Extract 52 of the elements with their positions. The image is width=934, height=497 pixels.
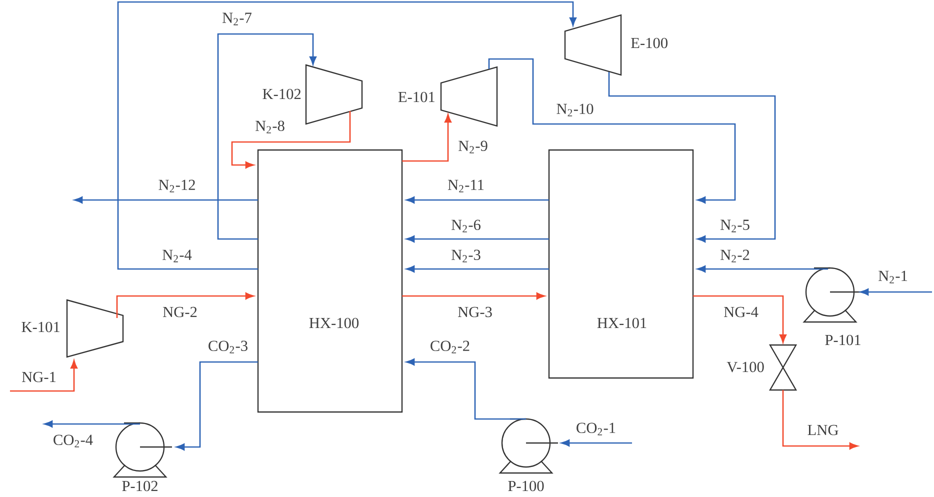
stream-label: CO$_{2}$-1 <box>574 421 618 437</box>
equipment-label: K-101 <box>22 322 60 332</box>
equipment-label: P-102 <box>122 480 158 492</box>
stream-label: NG-4 <box>722 306 760 318</box>
stream-label: CO$_{2}$-4 <box>52 433 94 449</box>
stream-label: N$_{2}$-9 <box>456 139 490 155</box>
arrow <box>10 360 78 392</box>
arrow <box>116 292 254 318</box>
equipment-label: P-101 <box>825 334 860 346</box>
stream-label: LNG <box>806 424 840 436</box>
equipment-label: E-101 <box>398 92 434 102</box>
stream-label: N$_{2}$-3 <box>450 248 482 264</box>
arrow <box>402 292 545 300</box>
arrow <box>693 295 787 343</box>
equipment-label: E-100 <box>631 38 668 48</box>
arrow <box>44 420 140 428</box>
arrow <box>117 1 577 270</box>
arrow <box>406 266 549 273</box>
stream-label: N$_{2}$-7 <box>220 11 254 27</box>
arrow <box>488 58 736 204</box>
equipment-label: P-100 <box>508 480 544 492</box>
stream-label: CO$_{2}$-2 <box>428 339 472 355</box>
stream-label: N$_{2}$-6 <box>450 218 482 234</box>
arrow <box>406 196 549 204</box>
equipment-label: K-102 <box>262 88 301 100</box>
stream-label: NG-3 <box>456 306 494 318</box>
stream-label: N$_{2}$-5 <box>718 218 752 234</box>
stream-label: N$_{2}$-10 <box>554 102 596 118</box>
equipment-label: V-100 <box>726 362 764 372</box>
stream-label: CO$_{2}$-3 <box>206 339 250 355</box>
arrow <box>402 114 452 162</box>
stream-label: N$_{2}$-1 <box>876 269 910 285</box>
arrow <box>860 288 932 296</box>
stream-label: N$_{2}$-11 <box>446 178 486 194</box>
arrow <box>782 390 858 450</box>
arrow <box>406 358 526 420</box>
arrow <box>561 440 632 447</box>
stream-label: N$_{2}$-2 <box>718 248 752 264</box>
stream-label: N$_{2}$-8 <box>254 119 286 135</box>
heat-exchanger: HX-101 <box>548 149 694 379</box>
stream-label: NG-2 <box>161 306 199 318</box>
arrow <box>217 33 317 240</box>
arrow <box>608 72 776 243</box>
arrow <box>697 266 828 273</box>
heat-exchanger: HX-100 <box>257 149 403 413</box>
arrow <box>231 111 351 169</box>
stream-label: N$_{2}$-12 <box>156 178 198 194</box>
stream-label: NG-1 <box>20 370 58 384</box>
stream-label: N$_{2}$-4 <box>160 248 194 264</box>
arrow <box>74 196 258 204</box>
arrow <box>406 236 549 243</box>
arrow <box>176 361 258 451</box>
